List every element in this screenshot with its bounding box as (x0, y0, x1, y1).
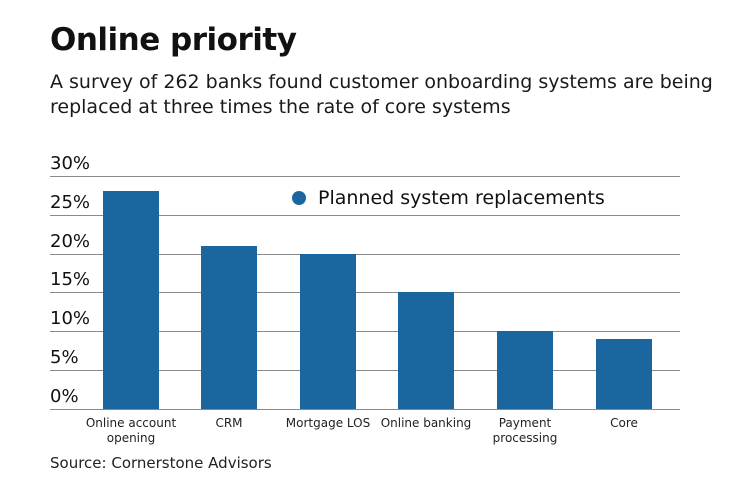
x-label-payment-processing: Payment processing (470, 416, 580, 446)
x-label-line: Online banking (380, 416, 472, 430)
y-tick-label: 15% (50, 269, 91, 290)
x-label-line: Payment (498, 416, 552, 430)
x-label-line: Online account (85, 416, 177, 430)
y-tick-label: 20% (50, 231, 91, 252)
x-label-core: Core (569, 416, 679, 431)
chart-subtitle: A survey of 262 banks found customer onb… (50, 71, 713, 118)
x-label-line: Mortgage LOS (285, 416, 371, 430)
gridline-20 (50, 254, 680, 255)
legend: Planned system replacements (292, 187, 605, 209)
gridline-10 (50, 331, 680, 332)
bar-online-account-opening (103, 191, 159, 409)
x-label-line: Core (610, 416, 638, 430)
y-tick-label: 10% (50, 308, 91, 329)
bar-core (596, 339, 652, 409)
gridline-5 (50, 370, 680, 371)
gridline-25 (50, 215, 680, 216)
y-tick-label: 0% (50, 386, 79, 407)
y-tick-label: 30% (50, 153, 91, 174)
y-tick-label: 25% (50, 192, 91, 213)
bar-mortgage-los (300, 254, 356, 409)
x-label-online-account-opening: Online account opening (76, 416, 186, 446)
chart-title: Online priority (50, 22, 297, 58)
legend-dot-icon (292, 191, 306, 205)
gridline-30 (50, 176, 680, 177)
x-label-line: opening (106, 431, 156, 445)
x-label-line: processing (492, 431, 558, 445)
gridline-15 (50, 292, 680, 293)
source-note: Source: Cornerstone Advisors (50, 454, 272, 472)
y-tick-label: 5% (50, 347, 79, 368)
x-label-crm: CRM (174, 416, 284, 431)
x-label-mortgage-los: Mortgage LOS (273, 416, 383, 431)
x-label-line: CRM (215, 416, 243, 430)
bar-online-banking (398, 292, 454, 409)
x-label-online-banking: Online banking (371, 416, 481, 431)
bar-crm (201, 246, 257, 409)
bar-payment-processing (497, 331, 553, 409)
gridline-0 (50, 409, 680, 410)
legend-label: Planned system replacements (318, 187, 605, 209)
